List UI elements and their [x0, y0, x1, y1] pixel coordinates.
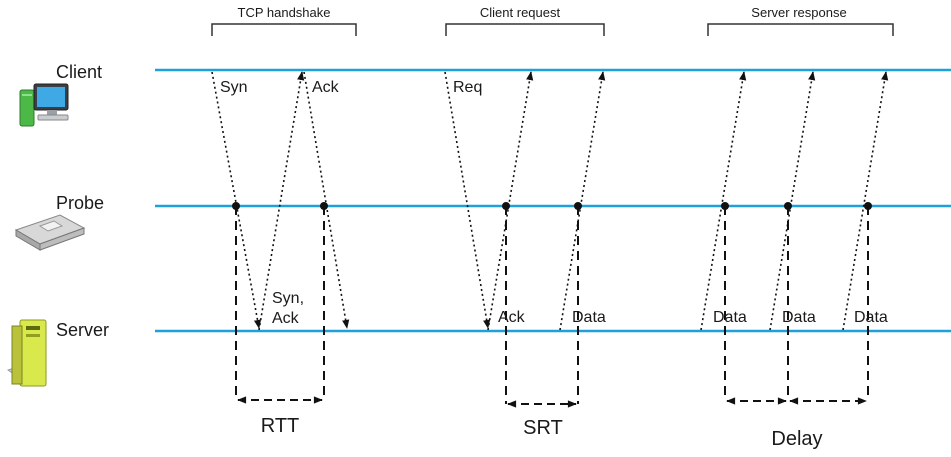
network-probe-icon: [14, 214, 86, 251]
phase-bracket-response: Server response: [707, 5, 894, 36]
data-label-4: Data: [854, 309, 888, 326]
phase-label-request: Client request: [480, 5, 561, 20]
lane-label-probe: Probe: [56, 193, 104, 213]
measurement-drop-lines: [235, 206, 869, 404]
desktop-computer-icon: [19, 83, 69, 127]
synack-label-line2: Ack: [272, 310, 300, 327]
ack-server-label: Ack: [498, 309, 526, 326]
rtt-label: RTT: [261, 415, 300, 437]
phase-bracket-tcp: TCP handshake: [211, 5, 357, 36]
syn-label: Syn: [220, 79, 248, 96]
data-arrow-4: [842, 71, 889, 331]
phase-bracket-request: Client request: [445, 5, 605, 36]
tcp-handshake-arrows: [211, 71, 350, 331]
synack-label-line1: Syn,: [272, 290, 304, 307]
phase-label-tcp: TCP handshake: [238, 5, 331, 20]
measurement-spans: [237, 396, 867, 408]
data-label-1: Data: [572, 309, 606, 326]
server-tower-icon: [6, 319, 48, 387]
client-request-arrows: [444, 71, 606, 331]
lane-label-server: Server: [56, 320, 109, 340]
phase-label-response: Server response: [751, 5, 846, 20]
req-label: Req: [453, 79, 482, 96]
server-ack-arrow: [487, 71, 534, 331]
synack-arrow: [258, 71, 305, 331]
req-arrow: [444, 71, 491, 329]
data-arrow-1: [559, 71, 606, 331]
ack-arrow: [303, 71, 350, 329]
syn-arrow: [211, 71, 262, 329]
data-label-3: Data: [782, 309, 816, 326]
data-arrow-2: [700, 71, 747, 331]
data-arrow-3: [769, 71, 816, 331]
srt-label: SRT: [523, 417, 563, 439]
delay-label: Delay: [771, 428, 822, 450]
lane-label-client: Client: [56, 62, 102, 82]
data-label-2: Data: [713, 309, 747, 326]
server-response-arrows: [700, 71, 889, 331]
ack-client-label: Ack: [312, 79, 340, 96]
